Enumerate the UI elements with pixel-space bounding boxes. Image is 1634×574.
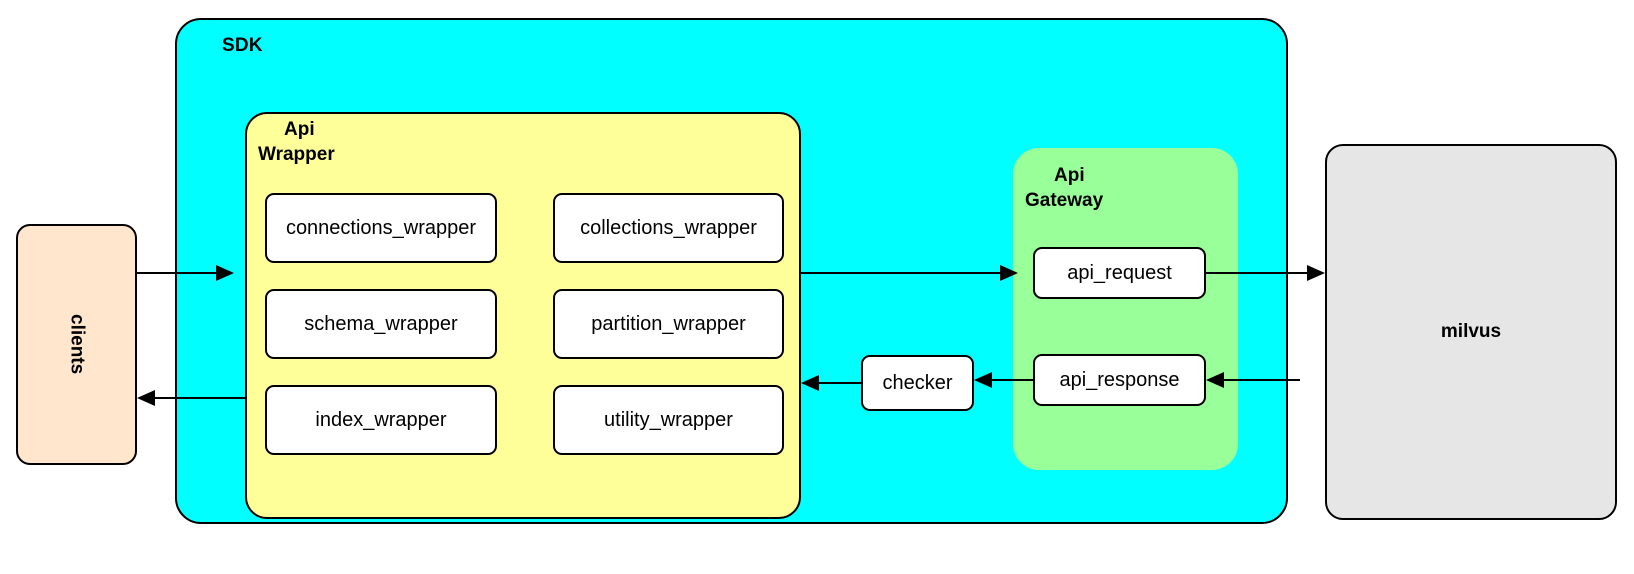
module-index-wrapper[interactable]: index_wrapper — [265, 385, 497, 455]
checker-node[interactable]: checker — [861, 355, 974, 411]
api-wrapper-title: Api Wrapper — [258, 117, 438, 167]
module-api-response[interactable]: api_response — [1033, 354, 1206, 406]
api-wrapper-title-line2: Wrapper — [258, 144, 335, 165]
api-gateway-title-line2: Gateway — [1025, 190, 1104, 211]
api-gateway-container[interactable] — [1013, 148, 1238, 470]
milvus-node[interactable]: milvus — [1325, 144, 1617, 520]
api-wrapper-title-line1: Api — [284, 119, 315, 140]
clients-node[interactable] — [16, 224, 137, 465]
api-gateway-title: Api Gateway — [1025, 163, 1205, 213]
module-schema-wrapper[interactable]: schema_wrapper — [265, 289, 497, 359]
sdk-title: SDK — [222, 35, 263, 56]
module-partition-wrapper[interactable]: partition_wrapper — [553, 289, 784, 359]
clients-label-text: clients — [66, 314, 88, 375]
module-connections-wrapper[interactable]: connections_wrapper — [265, 193, 497, 263]
clients-label: clients — [16, 224, 137, 465]
module-collections-wrapper[interactable]: collections_wrapper — [553, 193, 784, 263]
module-utility-wrapper[interactable]: utility_wrapper — [553, 385, 784, 455]
api-gateway-title-line1: Api — [1054, 165, 1085, 186]
module-api-request[interactable]: api_request — [1033, 247, 1206, 299]
